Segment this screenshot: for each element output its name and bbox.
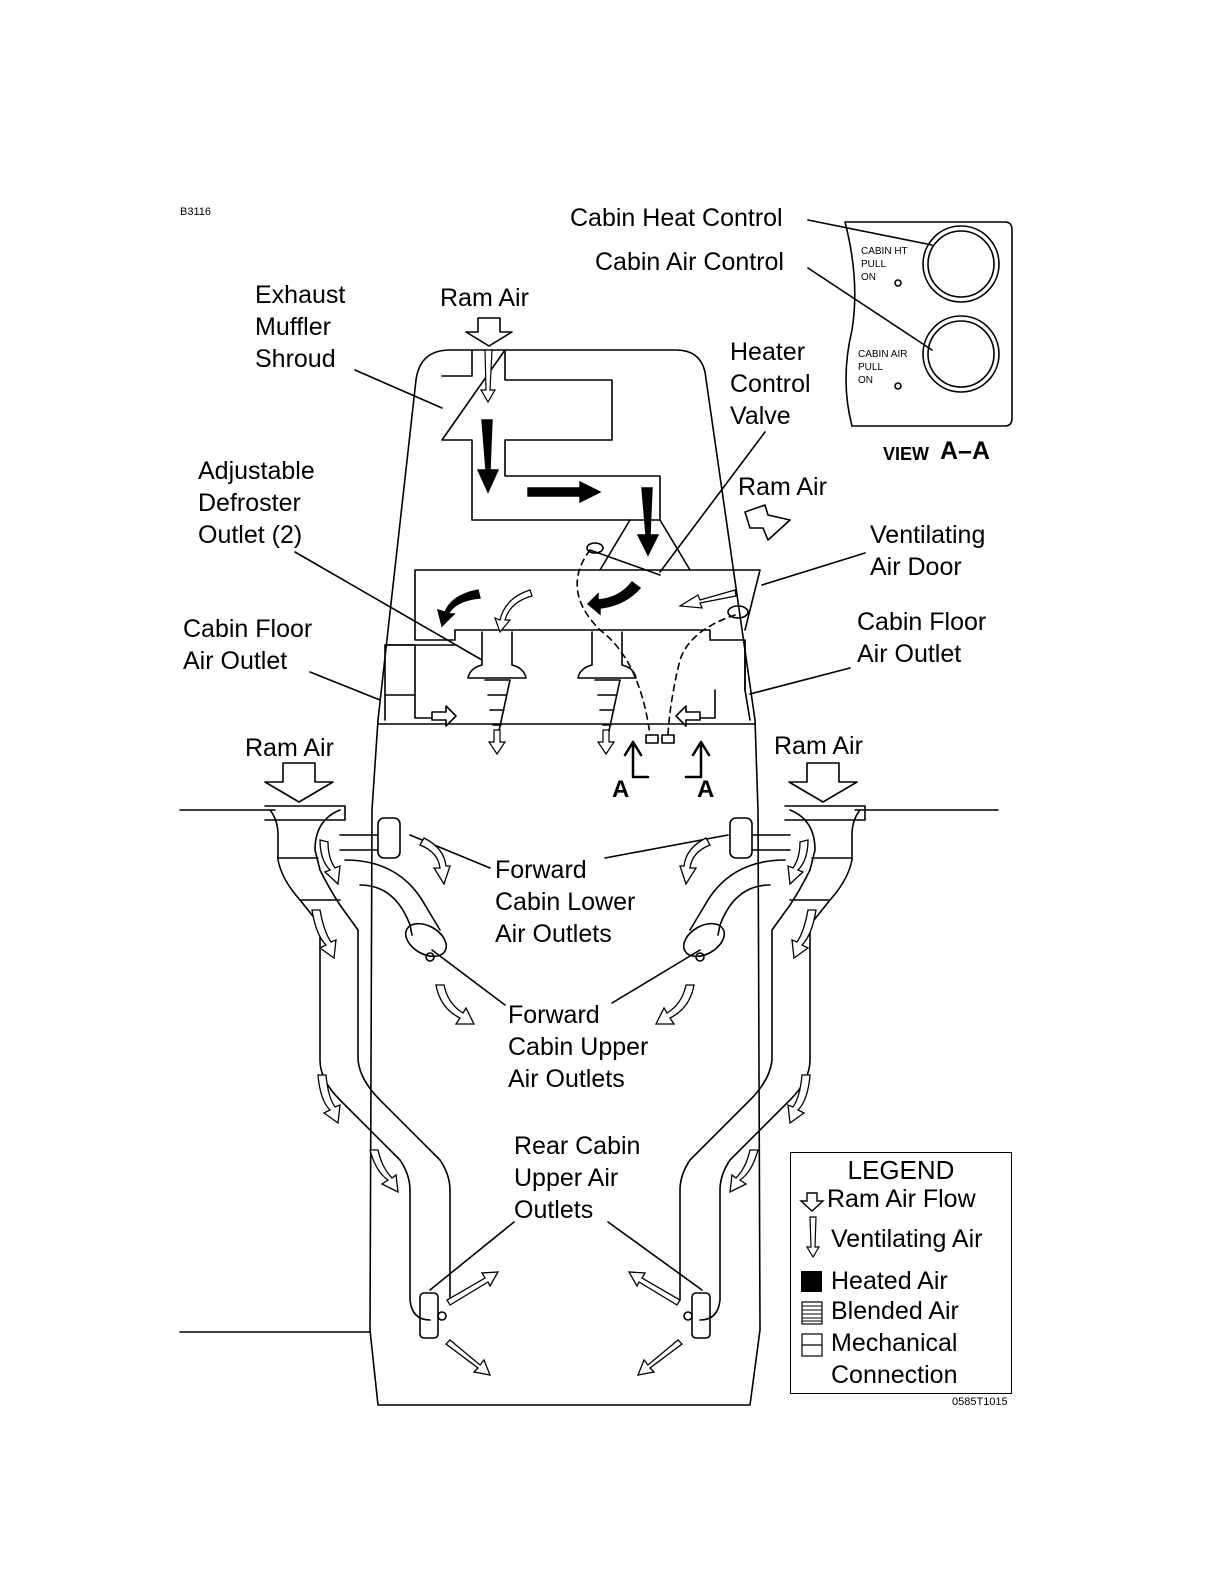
label-valve: Valve	[730, 402, 791, 430]
legend: LEGEND Ram Air Flow Ventilating Air Heat…	[790, 1152, 1012, 1394]
legend-ventilating-air: Ventilating Air	[831, 1225, 983, 1253]
view-aa-suffix: A–A	[940, 437, 991, 465]
label-ram-air-right: Ram Air	[774, 732, 863, 760]
knob-top-line3: ON	[861, 272, 876, 283]
heated-air-icon	[801, 1271, 822, 1292]
ram-air-flow-icon	[799, 1192, 825, 1212]
ram-air-top-arrow	[465, 317, 513, 347]
section-marker-left: A	[612, 776, 630, 803]
ram-air-vent-arrow	[744, 504, 791, 541]
label-control: Control	[730, 370, 811, 398]
label-outlet-2: Outlet (2)	[198, 521, 303, 549]
label-forward-lower-3: Air Outlets	[495, 920, 612, 948]
label-forward-upper-1: Forward	[508, 1001, 600, 1029]
label-cabin-floor-left: Cabin Floor	[183, 615, 313, 643]
knob-top-line1: CABIN HT	[861, 246, 908, 257]
knob-top-line2: PULL	[861, 259, 887, 270]
label-rear-cabin-2: Upper Air	[514, 1164, 619, 1192]
ram-air-left-arrow	[264, 762, 334, 803]
cable-heat	[576, 549, 651, 736]
label-forward-upper-2: Cabin Upper	[508, 1033, 649, 1061]
mechanical-connection-icon	[801, 1333, 823, 1357]
label-cabin-heat-control: Cabin Heat Control	[570, 204, 783, 232]
knob-bottom-line1: CABIN AIR	[858, 349, 908, 360]
rear-outlet-right	[683, 1292, 711, 1339]
defroster-outlet-right	[577, 631, 637, 741]
view-aa-panel	[844, 221, 1013, 427]
label-rear-cabin-3: Outlets	[514, 1196, 594, 1224]
legend-heated-air: Heated Air	[831, 1267, 948, 1295]
label-heater: Heater	[730, 338, 806, 366]
heater-box	[414, 569, 761, 641]
rear-outlet-left	[419, 1292, 447, 1339]
ram-air-right-arrow	[788, 762, 858, 803]
label-ram-air-left: Ram Air	[245, 734, 334, 762]
blended-air-icon	[801, 1301, 823, 1325]
label-ram-air-top: Ram Air	[440, 284, 529, 312]
label-air-door: Air Door	[870, 553, 962, 581]
label-air-outlet-right: Air Outlet	[857, 640, 962, 668]
label-air-outlet-left: Air Outlet	[183, 647, 288, 675]
label-ventilating: Ventilating	[870, 521, 986, 549]
label-defroster: Defroster	[198, 489, 301, 517]
knob-bottom-line3: ON	[858, 375, 873, 386]
label-forward-upper-3: Air Outlets	[508, 1065, 625, 1093]
label-shroud: Shroud	[255, 345, 336, 373]
label-adjustable: Adjustable	[198, 457, 315, 485]
legend-title: LEGEND	[847, 1155, 955, 1185]
figure-code: 0585T1015	[952, 1396, 1008, 1408]
section-marker-right: A	[697, 776, 715, 803]
label-cabin-air-control: Cabin Air Control	[595, 248, 784, 276]
legend-ram-air-flow: Ram Air Flow	[827, 1185, 976, 1213]
defroster-outlet-left	[467, 631, 527, 741]
label-cabin-floor-right: Cabin Floor	[857, 608, 987, 636]
figure-id: B3116	[180, 206, 211, 218]
fuselage-outline	[377, 349, 756, 721]
legend-mechanical: Mechanical	[831, 1329, 958, 1357]
legend-connection: Connection	[831, 1361, 958, 1389]
cable-air	[667, 614, 736, 736]
label-ram-air-vent: Ram Air	[738, 473, 827, 501]
knob-bottom-line2: PULL	[858, 362, 884, 373]
view-aa-prefix: VIEW	[883, 444, 930, 464]
legend-blended-air: Blended Air	[831, 1297, 959, 1325]
fuselage-lower-left	[369, 719, 761, 1406]
forward-outlet-left	[339, 817, 448, 962]
label-forward-lower-1: Forward	[495, 856, 587, 884]
label-rear-cabin-1: Rear Cabin	[514, 1132, 641, 1160]
forward-outlet-right	[682, 817, 791, 962]
ventilating-air-icon	[805, 1216, 821, 1259]
label-exhaust: Exhaust	[255, 281, 346, 309]
label-forward-lower-2: Cabin Lower	[495, 888, 636, 916]
muffler-shroud	[441, 349, 661, 521]
left-duct	[264, 805, 451, 1321]
label-muffler: Muffler	[255, 313, 331, 341]
